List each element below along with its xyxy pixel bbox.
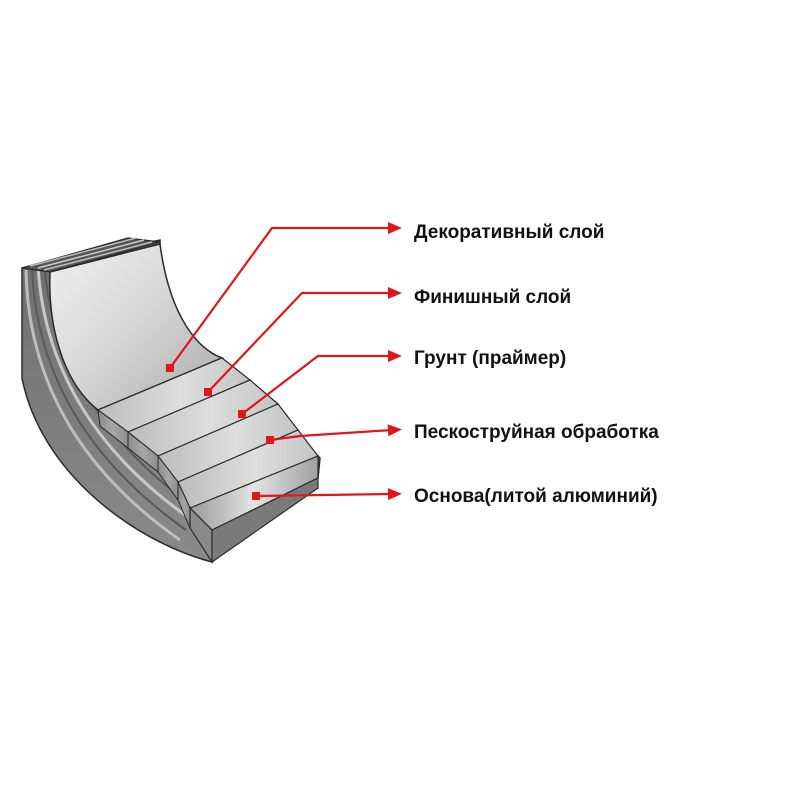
callout-sandblasting	[266, 424, 402, 444]
callout-primer-line	[241, 354, 392, 415]
layer-edge-3	[36, 265, 193, 522]
label-finish-layer: Финишный слой	[414, 287, 571, 308]
callout-decorative-layer-arrowhead	[388, 222, 402, 234]
callout-group	[166, 222, 402, 501]
label-sandblasting: Пескоструйная обработка	[414, 422, 659, 443]
callout-base-line	[255, 492, 393, 498]
callout-finish-layer	[204, 287, 402, 396]
callout-decorative-layer-line	[169, 226, 392, 369]
callout-primer	[238, 350, 402, 418]
callout-finish-layer-anchor	[204, 388, 212, 396]
callout-base-anchor	[252, 492, 260, 500]
callout-decorative-layer-anchor	[166, 364, 174, 372]
callout-sandblasting-arrowhead	[387, 424, 402, 437]
callout-primer-arrowhead	[388, 350, 402, 362]
callout-primer-anchor	[238, 410, 246, 418]
label-primer: Грунт (праймер)	[414, 348, 566, 369]
callout-finish-layer-line	[207, 291, 392, 393]
layer-edge-2	[31, 267, 187, 531]
label-base-cast-aluminium: Основа(литой алюминий)	[414, 486, 658, 507]
callout-base	[252, 488, 402, 501]
callout-sandblasting-line	[269, 428, 393, 442]
callout-decorative-layer	[166, 222, 402, 372]
label-decorative-layer: Декоративный слой	[414, 222, 604, 243]
callout-sandblasting-anchor	[266, 436, 274, 444]
callout-base-arrowhead	[387, 488, 402, 501]
callout-finish-layer-arrowhead	[388, 287, 402, 299]
layer-edge-1	[24, 269, 181, 542]
